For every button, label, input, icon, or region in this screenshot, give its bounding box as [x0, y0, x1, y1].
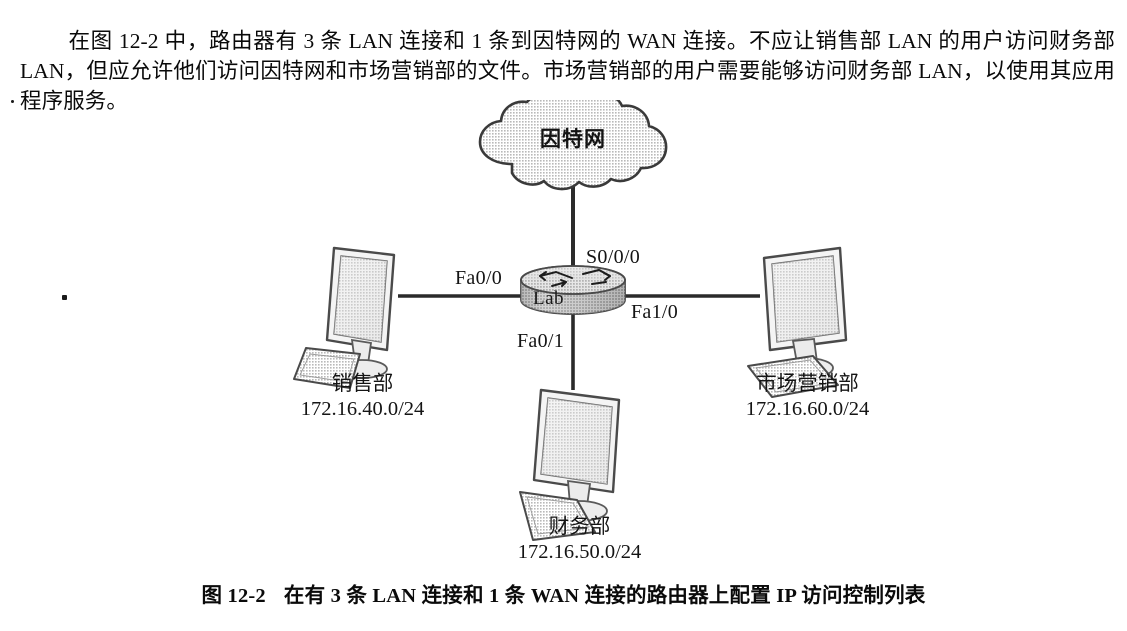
interface-label-fa0-0: Fa0/0	[455, 267, 503, 289]
node-name-marketing: 市场营销部	[756, 373, 859, 395]
figure-number: 图 12-2	[201, 585, 266, 607]
node-subnet-sales: 172.16.40.0/24	[300, 398, 425, 420]
router-label: Lab	[533, 288, 565, 309]
node-name-finance: 财务部	[548, 516, 611, 538]
internet-cloud-icon	[478, 100, 668, 191]
computer-marketing-icon	[747, 246, 848, 398]
node-name-sales: 销售部	[331, 373, 394, 395]
paragraph-text: 在图 12-2 中，路由器有 3 条 LAN 连接和 1 条到因特网的 WAN …	[20, 28, 1115, 113]
node-subnet-finance: 172.16.50.0/24	[517, 541, 642, 563]
figure-caption: 图 12-2 在有 3 条 LAN 连接和 1 条 WAN 连接的路由器上配置 I…	[0, 578, 1127, 608]
figure-title: 在有 3 条 LAN 连接和 1 条 WAN 连接的路由器上配置 IP 访问控制…	[283, 585, 926, 607]
interface-label-fa1-0: Fa1/0	[631, 301, 679, 323]
node-caption-sales: 销售部 172.16.40.0/24	[255, 372, 470, 422]
topology-svg	[293, 100, 848, 541]
network-topology-diagram: 因特网 Lab S0/0/0 Fa0/0 Fa1/0 Fa0/1 销售部 172…	[0, 100, 1127, 578]
router-icon	[520, 265, 626, 315]
node-caption-marketing: 市场营销部 172.16.60.0/24	[700, 372, 915, 422]
scan-speck-left	[62, 295, 67, 300]
intro-paragraph: 在图 12-2 中，路由器有 3 条 LAN 连接和 1 条到因特网的 WAN …	[20, 26, 1115, 116]
computer-sales-icon	[293, 246, 396, 389]
interface-label-fa0-1: Fa0/1	[517, 330, 565, 352]
computer-finance-icon	[519, 388, 621, 541]
interface-label-s0-0-0: S0/0/0	[586, 246, 641, 268]
internet-cloud-label: 因特网	[540, 127, 606, 151]
node-subnet-marketing: 172.16.60.0/24	[745, 398, 870, 420]
node-caption-finance: 财务部 172.16.50.0/24	[472, 515, 687, 565]
scan-speck-top	[11, 100, 14, 103]
